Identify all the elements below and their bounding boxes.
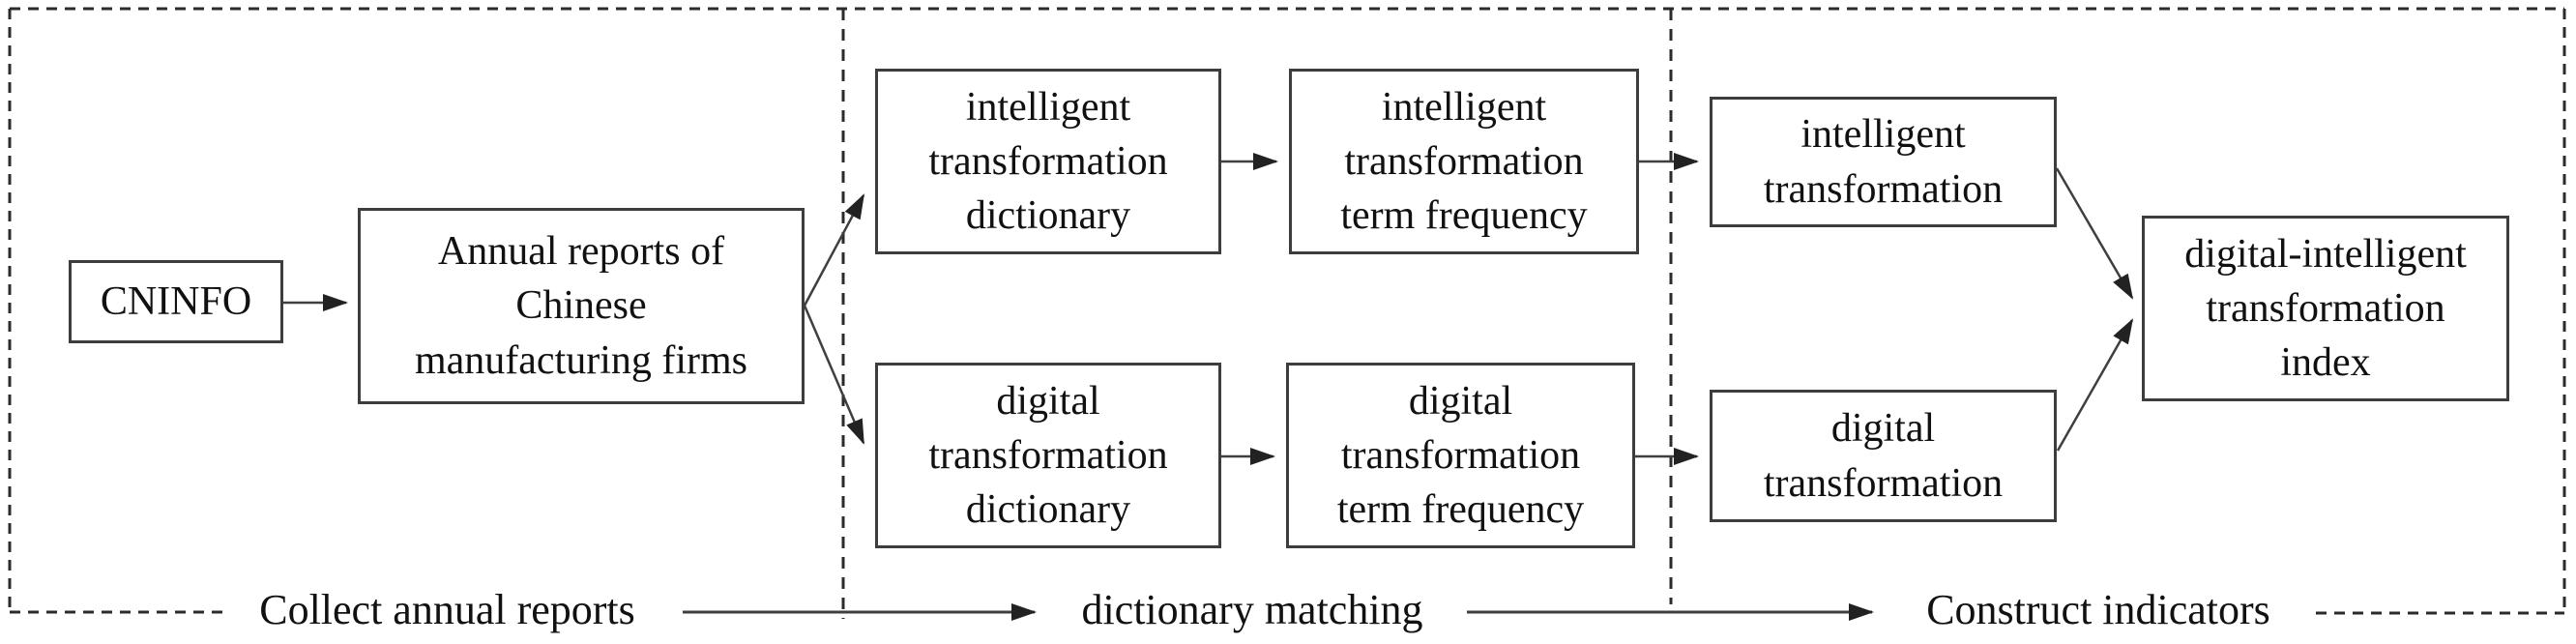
stage-label-dictionary-matching: dictionary matching xyxy=(1081,586,1423,633)
box-annual-reports: Annual reports of Chinese manufacturing … xyxy=(358,208,805,404)
stage-label-construct-indicators: Construct indicators xyxy=(1926,586,2270,633)
stage-label-collect-annual-reports: Collect annual reports xyxy=(259,586,635,633)
box-intelligent-dictionary: intelligent transformation dictionary xyxy=(875,69,1221,254)
box-cninfo: CNINFO xyxy=(69,260,283,343)
arrow-intelligent-transformation-to-index xyxy=(2055,167,2134,300)
arrow-annual-to-digital-dictionary xyxy=(803,305,865,445)
box-intelligent-term-frequency: intelligent transformation term frequenc… xyxy=(1289,69,1639,254)
box-digital-term-frequency: digital transformation term frequency xyxy=(1286,363,1635,548)
box-digital-intelligent-index: digital-intelligent transformation index xyxy=(2142,216,2509,401)
box-digital-transformation: digital transformation xyxy=(1710,390,2057,522)
box-digital-dictionary: digital transformation dictionary xyxy=(875,363,1221,548)
arrow-annual-to-intelligent-dictionary xyxy=(803,193,865,307)
box-intelligent-transformation: intelligent transformation xyxy=(1710,97,2057,227)
arrow-digital-transformation-to-index xyxy=(2056,318,2134,452)
